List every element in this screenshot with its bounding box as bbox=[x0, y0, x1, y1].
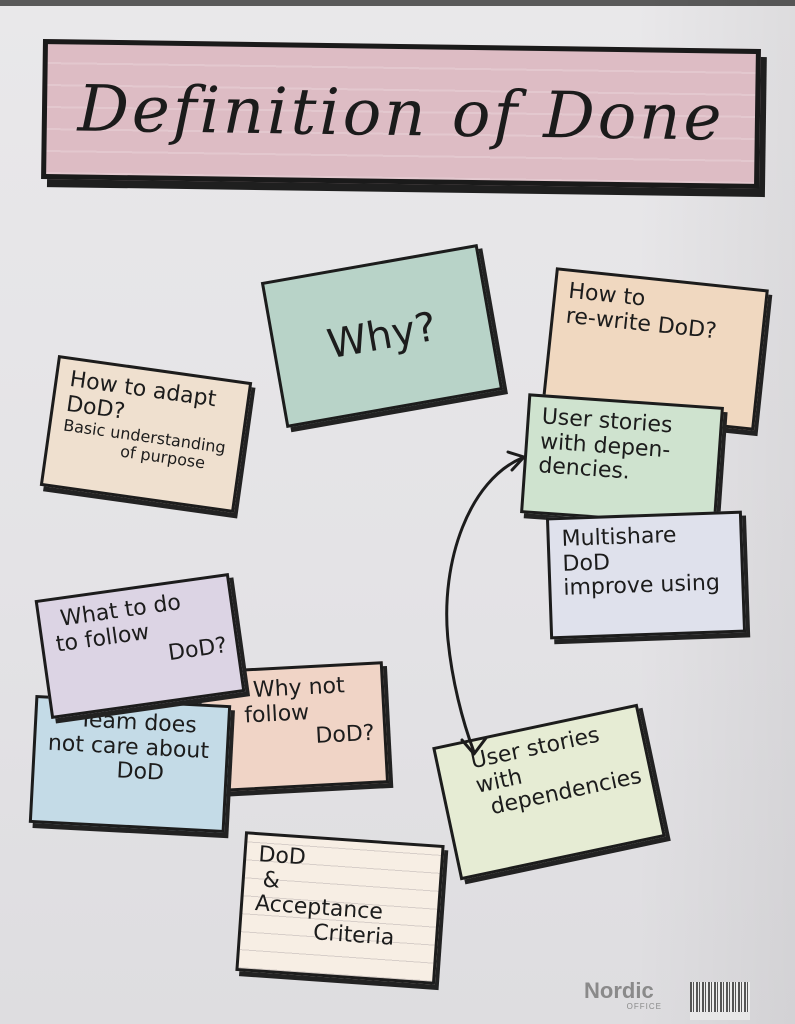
nordic-office-logo: Nordic OFFICE bbox=[584, 980, 674, 1014]
card-how-to-adapt: How to adapt DoD? Basic understanding of… bbox=[39, 355, 253, 513]
card-why: Why? bbox=[260, 244, 504, 428]
logo-text: Nordic bbox=[584, 978, 654, 1003]
arrow-curve bbox=[445, 456, 524, 754]
card-dod-acceptance: DoD & Acceptance Criteria bbox=[235, 831, 445, 985]
page-title: Definition of Done bbox=[77, 72, 725, 156]
card-multishare: Multishare DoD improve using bbox=[545, 510, 747, 640]
card-user-stories-bottom: User stories with dependencies bbox=[432, 703, 666, 881]
arrow-head-top bbox=[506, 450, 526, 472]
card-user-stories-top: User stories with depen- dencies. bbox=[520, 393, 724, 527]
barcode-icon bbox=[690, 982, 750, 1020]
paper-top-edge bbox=[0, 0, 795, 6]
logo-subtext: OFFICE bbox=[626, 1002, 662, 1011]
card-text: Why? bbox=[323, 303, 440, 368]
card-text: improve using bbox=[562, 570, 721, 602]
title-banner: Definition of Done bbox=[41, 38, 761, 190]
